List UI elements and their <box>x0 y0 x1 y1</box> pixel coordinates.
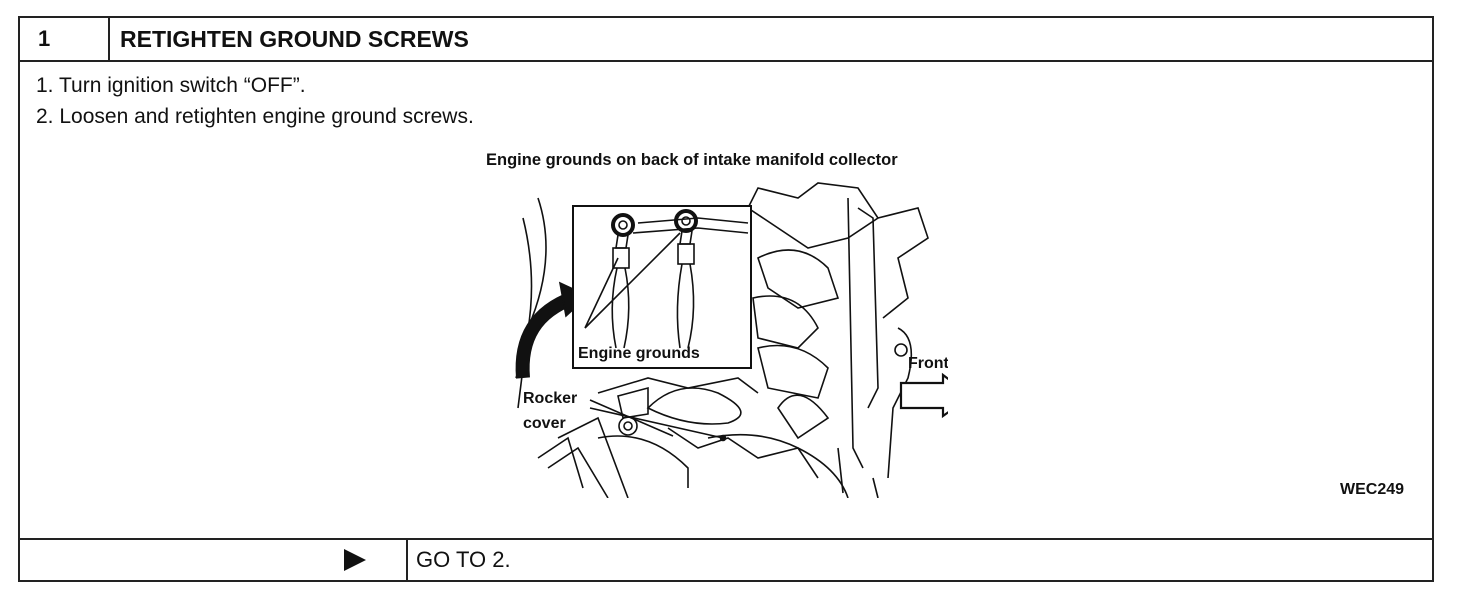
instruction-list: 1. Turn ignition switch “OFF”. 2. Loosen… <box>36 70 474 132</box>
goto-next-step: GO TO 2. <box>416 547 511 572</box>
procedure-table: 1 RETIGHTEN GROUND SCREWS 1. Turn igniti… <box>18 16 1434 582</box>
right-triangle-arrow-icon <box>344 549 366 571</box>
engine-ground-illustration: Engine grounds Front Rocker cover <box>515 182 948 498</box>
step-header: 1 RETIGHTEN GROUND SCREWS <box>20 18 1432 62</box>
cover-label: cover <box>523 415 566 432</box>
figure-caption: Engine grounds on back of intake manifol… <box>486 151 898 169</box>
instruction-item: 1. Turn ignition switch “OFF”. <box>36 74 306 97</box>
rocker-label: Rocker <box>523 390 577 407</box>
result-row: GO TO 2. <box>20 538 1432 580</box>
engine-grounds-label: Engine grounds <box>578 345 700 362</box>
step-title: RETIGHTEN GROUND SCREWS <box>120 26 469 52</box>
instruction-item: 2. Loosen and retighten engine ground sc… <box>36 105 474 128</box>
result-indicator-cell <box>20 540 408 580</box>
front-label: Front <box>908 355 948 372</box>
step-number: 1 <box>20 18 110 60</box>
figure-id: WEC249 <box>1340 481 1405 498</box>
